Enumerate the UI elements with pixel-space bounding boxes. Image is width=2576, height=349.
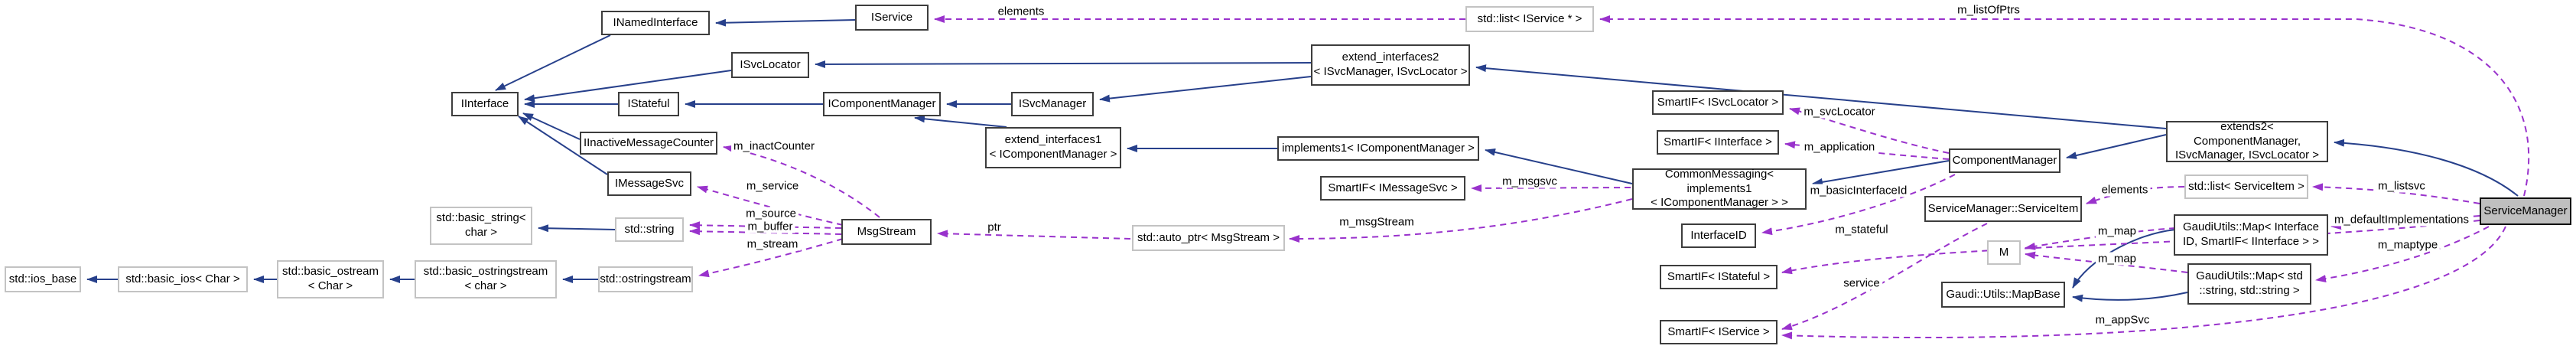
class-node-interfaceid[interactable]: InterfaceID	[1681, 223, 1756, 248]
class-node-isvclocator[interactable]: ISvcLocator	[731, 52, 809, 78]
class-node-std-basic-ios[interactable]: std::basic_ios< Char >	[118, 266, 248, 292]
edge-label-elements-top: elements	[995, 5, 1047, 18]
edge-label-service: service	[1841, 276, 1882, 290]
edge-label-m-inactcounter: m_inactCounter	[731, 139, 817, 153]
edge-label-m-maptype: m_maptype	[2375, 238, 2441, 252]
edge-label-elements-right: elements	[2099, 183, 2151, 197]
edge-label-m-basicinterfaceid: m_basicInterfaceId	[1807, 184, 1910, 197]
class-node-std-ios-base[interactable]: std::ios_base	[5, 266, 81, 292]
edge-label-m-svclocator: m_svcLocator	[1801, 105, 1878, 119]
edge-label-m-stream: m_stream	[744, 237, 801, 251]
edge-label-ptr: ptr	[985, 220, 1003, 234]
class-node-inamedinterface[interactable]: INamedInterface	[601, 11, 710, 35]
class-node-istateful[interactable]: IStateful	[618, 92, 679, 116]
edge-label-m-listofptrs: m_listOfPtrs	[1955, 3, 2022, 17]
edge-label-m-appsvc: m_appSvc	[2093, 313, 2152, 327]
class-node-iinterface[interactable]: IInterface	[451, 92, 519, 116]
class-node-smartif-isvclocator[interactable]: SmartIF< ISvcLocator >	[1652, 90, 1784, 115]
edge-label-m-application: m_application	[1801, 140, 1878, 154]
class-node-extend-interfaces1[interactable]: extend_interfaces1 < IComponentManager >	[985, 127, 1121, 168]
class-node-std-auto-ptr-msgstream[interactable]: std::auto_ptr< MsgStream >	[1132, 225, 1285, 251]
edge-label-m-listsvc: m_listsvc	[2376, 179, 2428, 193]
class-node-icomponentmanager[interactable]: IComponentManager	[823, 92, 941, 116]
class-node-isvcmanager[interactable]: ISvcManager	[1011, 92, 1094, 116]
class-node-gaudiutils-map-interfaceid[interactable]: GaudiUtils::Map< Interface ID, SmartIF< …	[2174, 214, 2328, 256]
class-node-componentmanager[interactable]: ComponentManager	[1949, 148, 2060, 173]
edge-label-m-msgsvc: m_msgsvc	[1500, 174, 1560, 188]
class-node-smartif-istateful[interactable]: SmartIF< IStateful >	[1660, 265, 1778, 289]
class-node-smartif-imessagesvc[interactable]: SmartIF< IMessageSvc >	[1320, 176, 1465, 201]
class-node-iinactivemessagecounter[interactable]: IInactiveMessageCounter	[580, 132, 717, 155]
edge-label-m-map-lower: m_map	[2095, 252, 2139, 266]
class-node-extend-interfaces2[interactable]: extend_interfaces2 < ISvcManager, ISvcLo…	[1311, 44, 1470, 86]
edge-label-m-source: m_source	[743, 207, 798, 220]
inheritance-edges	[86, 18, 2519, 302]
class-node-msgstream[interactable]: MsgStream	[841, 219, 932, 245]
class-node-commonmessaging[interactable]: CommonMessaging< implements1 < IComponen…	[1632, 168, 1807, 210]
edge-label-m-service: m_service	[743, 179, 802, 193]
edge-label-m-map-upper: m_map	[2095, 224, 2139, 238]
edge-label-m-stateful: m_stateful	[1833, 223, 1891, 236]
usage-edges	[689, 15, 2530, 340]
class-node-std-list-iservice[interactable]: std::list< IService * >	[1465, 6, 1594, 32]
class-node-iservice[interactable]: IService	[855, 5, 929, 31]
edge-label-m-buffer: m_buffer	[745, 220, 795, 233]
class-node-std-basic-string[interactable]: std::basic_string< char >	[430, 207, 532, 245]
class-node-smartif-iservice[interactable]: SmartIF< IService >	[1660, 320, 1778, 344]
class-node-smartif-iinterface[interactable]: SmartIF< IInterface >	[1657, 130, 1779, 155]
edge-label-m-defaultimplementations: m_defaultImplementations	[2332, 213, 2471, 227]
class-node-std-basic-ostringstream[interactable]: std::basic_ostringstream < char >	[415, 260, 557, 298]
class-node-servicemanager-serviceitem[interactable]: ServiceManager::ServiceItem	[1924, 196, 2082, 222]
class-node-gaudi-utils-mapbase[interactable]: Gaudi::Utils::MapBase	[1941, 282, 2065, 308]
class-node-servicemanager[interactable]: ServiceManager	[2480, 197, 2571, 225]
class-node-std-string[interactable]: std::string	[615, 217, 684, 242]
class-node-std-list-serviceitem[interactable]: std::list< ServiceItem >	[2184, 174, 2308, 199]
class-node-std-basic-ostream[interactable]: std::basic_ostream < Char >	[277, 260, 384, 298]
class-node-m[interactable]: M	[1987, 240, 2021, 265]
class-node-implements1[interactable]: implements1< IComponentManager >	[1277, 136, 1479, 161]
edge-label-m-msgstream: m_msgStream	[1337, 215, 1416, 229]
class-node-extends2[interactable]: extends2< ComponentManager, ISvcManager,…	[2166, 120, 2328, 162]
class-node-std-ostringstream[interactable]: std::ostringstream	[598, 266, 693, 292]
class-node-imessagesvc[interactable]: IMessageSvc	[607, 171, 691, 196]
class-node-gaudiutils-map-string[interactable]: GaudiUtils::Map< std ::string, std::stri…	[2187, 263, 2311, 305]
